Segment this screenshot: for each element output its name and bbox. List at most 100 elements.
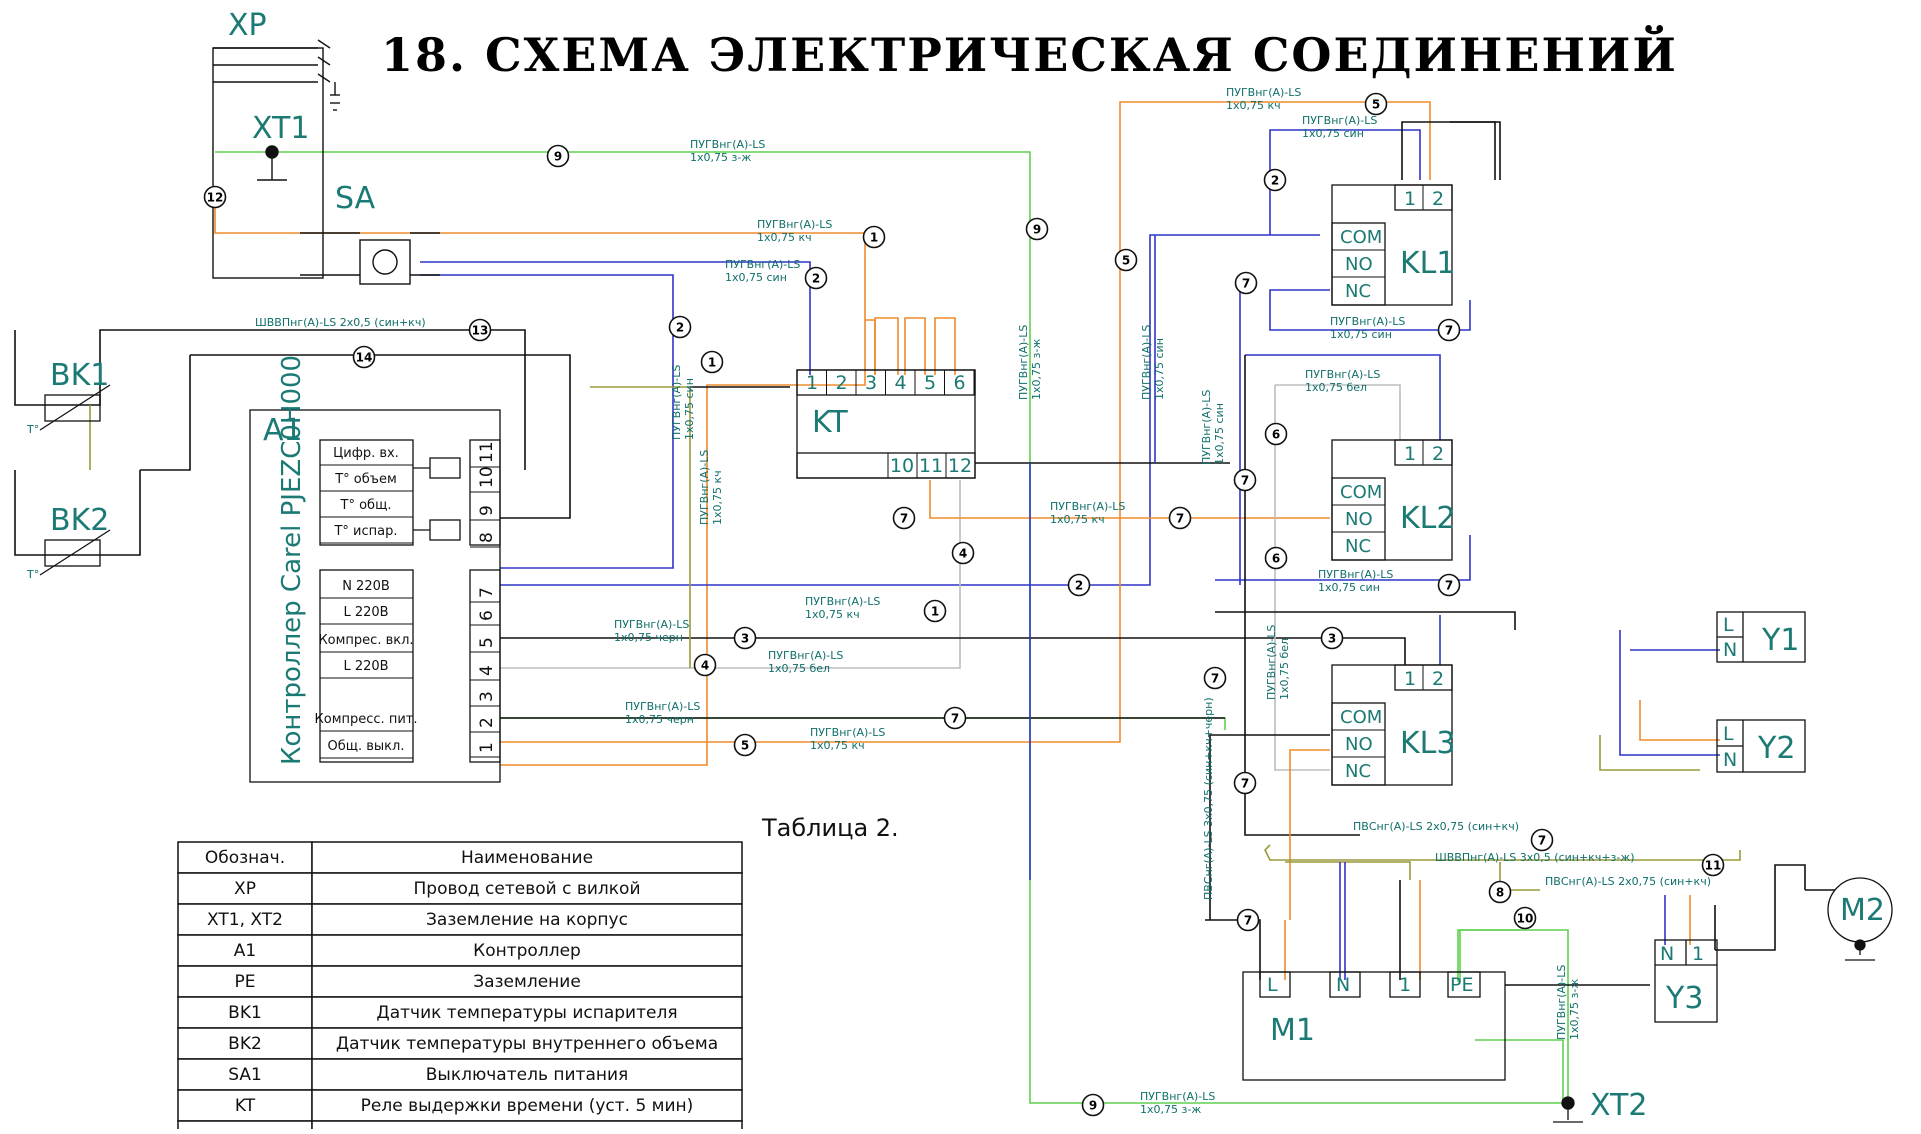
svg-text:14: 14	[356, 351, 373, 365]
xt1-label: XT1	[252, 111, 309, 146]
m1-term-1: 1	[1399, 974, 1411, 996]
m1-label: M1	[1270, 1013, 1315, 1048]
wire-number-marker: 1	[923, 599, 947, 623]
svg-text:6: 6	[1272, 552, 1280, 566]
relay-terminal-t2: 2	[1432, 668, 1444, 690]
wire-number-marker: 5	[733, 733, 757, 757]
table-row: BK2 Датчик температуры внутреннего объема	[177, 1027, 743, 1060]
table-header: Обознач.Наименование	[177, 841, 743, 874]
wire-label-5v: ПУГВнг(А)-LS1x0,75 син	[1140, 325, 1166, 400]
wire-number-marker: 7	[1530, 828, 1554, 852]
m1-term-l: L	[1267, 974, 1278, 996]
svg-text:7: 7	[1445, 579, 1453, 593]
svg-text:7: 7	[1244, 914, 1252, 928]
y1-l-label: L	[1723, 614, 1734, 636]
relay-terminal-t1: 1	[1404, 188, 1416, 210]
svg-text:2: 2	[1075, 579, 1083, 593]
relay-terminal-t2: 2	[1432, 443, 1444, 465]
y1-n-label: N	[1723, 639, 1737, 661]
table-cell-name: Выключатель питания	[426, 1065, 629, 1085]
wire-7	[929, 480, 1330, 519]
svg-text:12: 12	[207, 191, 224, 205]
wire-3	[500, 637, 1406, 665]
controller-terminal: 3	[477, 691, 497, 702]
wire-number-marker: 10	[1513, 906, 1537, 930]
kt-terminal: 3	[865, 372, 877, 394]
controller-terminal: 5	[477, 637, 497, 648]
kt-terminal: 11	[919, 455, 943, 477]
wire-number-marker: 11	[1701, 853, 1725, 877]
table-cell-code: BK2	[228, 1034, 262, 1054]
controller-row-label: T° общ.	[340, 498, 392, 513]
y1-label: Y1	[1761, 623, 1799, 658]
table-cell-code: KT	[235, 1096, 256, 1116]
m2-label: M2	[1840, 893, 1885, 928]
svg-text:7: 7	[1176, 512, 1184, 526]
controller-terminal: 11	[477, 441, 497, 463]
svg-text:7: 7	[1538, 834, 1546, 848]
svg-text:2: 2	[676, 321, 684, 335]
valves	[1654, 611, 1806, 1023]
bk2-sensor	[39, 529, 111, 576]
page-title: 18. СХЕМА ЭЛЕКТРИЧЕСКАЯ СОЕДИНЕНИЙ	[381, 24, 1678, 82]
wire-number-marker: 14	[352, 345, 376, 369]
kt-terminal: 12	[948, 455, 972, 477]
wire-number-marker: 2	[804, 266, 828, 290]
controller-terminal: 10	[477, 466, 497, 488]
table-cell-name: Заземление на корпус	[426, 910, 628, 930]
svg-text:13: 13	[472, 324, 489, 338]
kt-terminal: 6	[953, 372, 965, 394]
relay-terminal-com: COM	[1340, 227, 1382, 248]
table-cell-name: Датчик температуры внутреннего объема	[336, 1034, 718, 1054]
relay-terminal-nc: NC	[1345, 761, 1371, 782]
kl1-label: KL1	[1400, 246, 1455, 281]
svg-text:4: 4	[959, 547, 967, 561]
wire-number-marker: 7	[1437, 318, 1461, 342]
svg-text:7: 7	[1242, 277, 1250, 291]
kt-terminal: 2	[835, 372, 847, 394]
xp-label: XP	[228, 8, 267, 43]
wire-number-marker: 9	[546, 144, 570, 168]
relay-terminal-t2: 2	[1432, 188, 1444, 210]
svg-text:5: 5	[1372, 98, 1380, 112]
wire-number-marker: 7	[1233, 468, 1257, 492]
svg-text:9: 9	[554, 150, 562, 164]
wire-number-marker: 4	[951, 541, 975, 565]
y2-l-label: L	[1723, 723, 1734, 745]
y3-1-label: 1	[1692, 943, 1704, 965]
wire-number-marker: 7	[1168, 506, 1192, 530]
svg-text:10: 10	[1517, 912, 1534, 926]
wire-5	[500, 101, 1431, 743]
controller-terminal: 8	[477, 532, 497, 543]
wire-label-6v: ПУГВнг(А)-LS1x0,75 бел	[1265, 625, 1291, 700]
wire-label-pvs2b: ПВСнг(А)-LS 2х0,75 (син+кч)	[1545, 875, 1711, 888]
relay-terminal-no: NO	[1345, 734, 1373, 755]
wire-number-marker: 8	[1488, 880, 1512, 904]
controller-row-label: Цифр. вх.	[333, 446, 399, 461]
svg-text:7: 7	[900, 512, 908, 526]
motor-m2	[1827, 877, 1893, 961]
wire-number-marker: 7	[1236, 908, 1260, 932]
controller-row-label: L 220В	[343, 659, 388, 674]
controller-name: Контроллер Carel PJEZC0H000	[277, 355, 307, 765]
controller-a1	[249, 409, 501, 783]
wire-label-7v: ПУГВнг(А)-LS1x0,75 син	[1200, 390, 1226, 465]
wire-label-1v: ПУГВнг(А)-LS1x0,75 кч	[698, 450, 724, 525]
kl3-label: KL3	[1400, 726, 1455, 761]
table-caption: Таблица 2.	[761, 814, 899, 842]
bk2-t-label: T°	[26, 568, 39, 581]
wire-label-2v: ПУГВнг(А)-LS1x0,75 син	[670, 365, 696, 440]
